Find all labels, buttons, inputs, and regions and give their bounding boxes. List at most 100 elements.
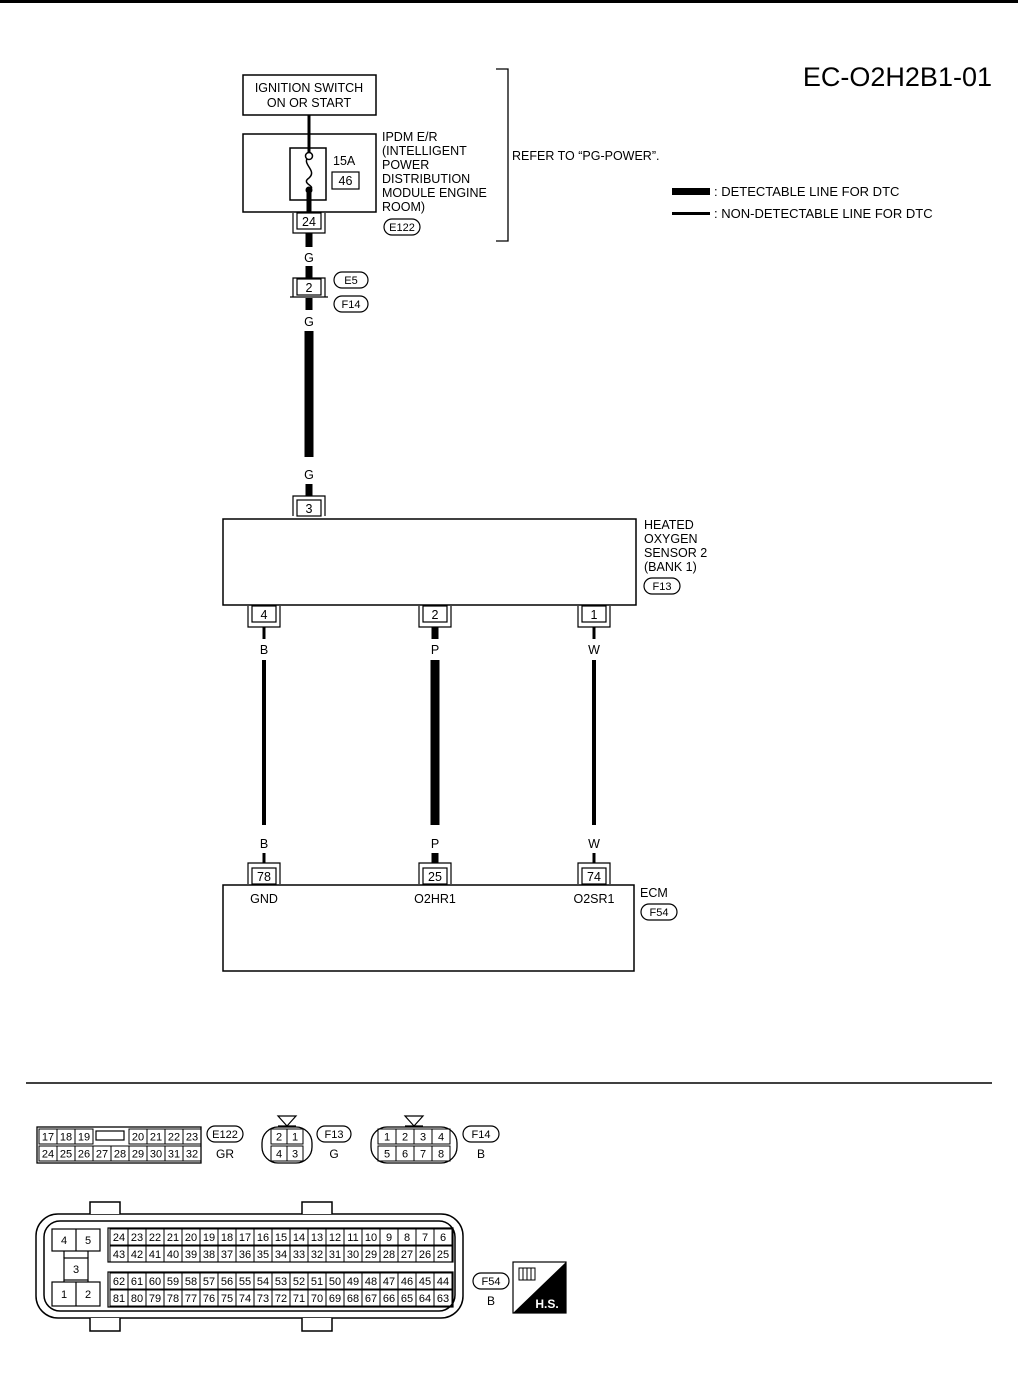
pin-cell-label: 33 xyxy=(293,1249,305,1261)
ignition-line2: ON OR START xyxy=(267,96,352,110)
ipdm-label: IPDM E/R (INTELLIGENT POWER DISTRIBUTION… xyxy=(382,130,487,214)
svg-text:2: 2 xyxy=(85,1289,91,1301)
connector-color-f54: B xyxy=(487,1294,495,1308)
ecm-signal-o2sr: O2SR1 xyxy=(574,892,615,906)
connector-color-e122: GR xyxy=(216,1147,234,1161)
legend-non-detectable-swatch xyxy=(672,212,710,215)
wire-color-w-1: W xyxy=(588,643,600,657)
pin-cell-label: 74 xyxy=(239,1293,251,1305)
heated-oxygen-sensor: HEATED OXYGEN SENSOR 2 (BANK 1) F13 xyxy=(222,518,707,606)
pin-cell-label: 2 xyxy=(276,1132,282,1144)
pin-cell-label: 41 xyxy=(149,1249,161,1261)
pin-cell-label: 81 xyxy=(113,1293,125,1305)
ignition-switch: IGNITION SWITCH ON OR START xyxy=(242,74,377,116)
pin-cell-label: 5 xyxy=(384,1149,390,1161)
pin-cell-label: 56 xyxy=(221,1276,233,1288)
svg-text:F14: F14 xyxy=(472,1129,491,1141)
svg-text:(BANK 1): (BANK 1) xyxy=(644,560,697,574)
f54-left-block: 4 5 3 1 2 xyxy=(51,1228,101,1307)
pin-cell-label: 43 xyxy=(113,1249,125,1261)
pin-cell-label: 32 xyxy=(186,1149,198,1161)
pin-cell-label: 72 xyxy=(275,1293,287,1305)
pin-cell xyxy=(182,1145,202,1162)
connector-tag-f54: F54 xyxy=(640,903,678,921)
pin-cell-label: 53 xyxy=(275,1276,287,1288)
pin-cell-label: 66 xyxy=(383,1293,395,1305)
svg-text:2: 2 xyxy=(432,608,439,622)
connector-tag-f13-face: F13 xyxy=(316,1125,352,1143)
pin-cell xyxy=(433,1245,453,1263)
pin-cell-label: 3 xyxy=(292,1149,298,1161)
pin-cell-label: 54 xyxy=(257,1276,269,1288)
pin-cell-label: 60 xyxy=(149,1276,161,1288)
pin-cell-label: 7 xyxy=(422,1232,428,1244)
pin-cell-label: 39 xyxy=(185,1249,197,1261)
pin-cell-label: 20 xyxy=(185,1232,197,1244)
svg-text:F13: F13 xyxy=(325,1129,344,1141)
pin-cell-label: 9 xyxy=(386,1232,392,1244)
pin-cell-label: 11 xyxy=(347,1232,358,1244)
pin-cell-label: 3 xyxy=(420,1132,426,1144)
svg-text:1: 1 xyxy=(591,608,598,622)
svg-text:E122: E122 xyxy=(212,1129,238,1141)
pin-cell-label: 30 xyxy=(347,1249,359,1261)
fuse-icon xyxy=(305,155,313,191)
svg-text:3: 3 xyxy=(306,502,313,516)
wire-color-g-2: G xyxy=(304,315,314,329)
joint-connector: 2 E5 F14 xyxy=(290,271,369,313)
pin-cell-label: 34 xyxy=(275,1249,287,1261)
ipdm-er: 15A 46 IPDM E/R (INTELLIGENT POWER DISTR… xyxy=(242,130,487,236)
pin-cell-label: 17 xyxy=(239,1232,251,1244)
pin-cell-label: 4 xyxy=(276,1149,282,1161)
ecm-signal-o2hr: O2HR1 xyxy=(414,892,456,906)
svg-text:HEATED: HEATED xyxy=(644,518,694,532)
pin-cell-label: 22 xyxy=(168,1132,180,1144)
pin-cell-label: 26 xyxy=(78,1149,90,1161)
pin-cell-label: 37 xyxy=(221,1249,233,1261)
pin-cell-label: 18 xyxy=(60,1132,72,1144)
pin-cell-label: 64 xyxy=(419,1293,431,1305)
sensor-terminal-top: 3 xyxy=(292,495,326,517)
pin-cell-label: 40 xyxy=(167,1249,179,1261)
pin-cell-label: 22 xyxy=(149,1232,161,1244)
pin-cell-label: 6 xyxy=(440,1232,446,1244)
svg-text:78: 78 xyxy=(257,870,271,884)
pin-cell-label: 51 xyxy=(311,1276,323,1288)
pin-cell xyxy=(433,1289,453,1307)
ecm-terminal-o2hr: 25 xyxy=(418,862,452,885)
svg-text:F13: F13 xyxy=(653,581,672,593)
svg-text:74: 74 xyxy=(587,870,601,884)
svg-text:25: 25 xyxy=(428,870,442,884)
svg-text:E5: E5 xyxy=(344,275,357,287)
pin-cell-label: 2 xyxy=(402,1132,408,1144)
pin-cell-label: 25 xyxy=(437,1249,449,1261)
pin-cell-label: 55 xyxy=(239,1276,251,1288)
pin-cell-label: 71 xyxy=(293,1293,305,1305)
connector-latch-icon xyxy=(403,1115,425,1127)
pin-cell-label: 32 xyxy=(311,1249,323,1261)
pin-cell-label: 80 xyxy=(131,1293,143,1305)
pin-cell-label: 29 xyxy=(132,1149,144,1161)
pin-cell-label: 35 xyxy=(257,1249,269,1261)
pin-cell xyxy=(431,1128,451,1145)
svg-text:OXYGEN: OXYGEN xyxy=(644,532,698,546)
pin-cell-label: 29 xyxy=(365,1249,377,1261)
pin-cell-label: 1 xyxy=(292,1132,298,1144)
wire-color-w-2: W xyxy=(588,837,600,851)
pin-cell xyxy=(286,1128,304,1145)
wire-color-p-2: P xyxy=(431,837,439,851)
pin-cell-label: 25 xyxy=(60,1149,72,1161)
pin-cell-label: 16 xyxy=(257,1232,269,1244)
refer-text: REFER TO “PG-POWER”. xyxy=(512,149,659,163)
svg-text:4: 4 xyxy=(61,1235,67,1247)
pin-cell xyxy=(433,1272,453,1290)
pin-cell-label: 79 xyxy=(149,1293,161,1305)
svg-text:POWER: POWER xyxy=(382,158,429,172)
pin-cell-label: 19 xyxy=(78,1132,90,1144)
diagram-code: EC-O2H2B1-01 xyxy=(803,62,992,92)
refer-bracket: REFER TO “PG-POWER”. xyxy=(496,68,659,242)
connector-color-f14: B xyxy=(477,1147,485,1161)
pin-cell-label: 14 xyxy=(293,1232,305,1244)
